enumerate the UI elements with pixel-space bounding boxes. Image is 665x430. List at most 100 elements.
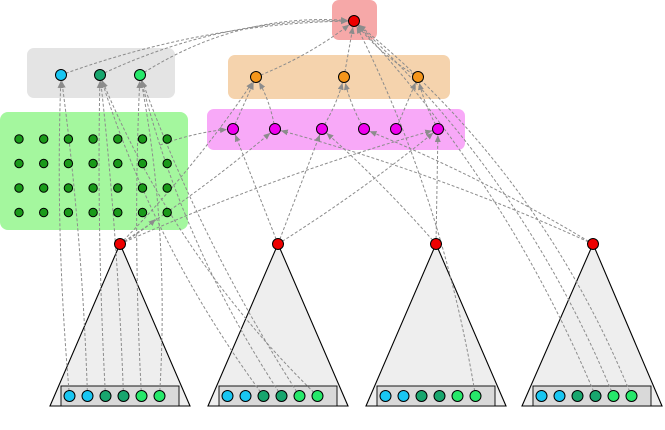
leaf-node	[275, 390, 288, 402]
subtree-triangle	[207, 242, 349, 407]
magenta-group-node	[390, 123, 402, 135]
subtrees	[49, 242, 663, 407]
dashed-edge	[119, 132, 271, 245]
subtree-apex-node	[272, 238, 284, 250]
leaf-node	[81, 390, 94, 402]
orange-group-node	[338, 71, 350, 83]
dashed-edge	[258, 81, 276, 130]
grid-node	[14, 183, 24, 193]
orange-group-node	[250, 71, 262, 83]
grid-node	[63, 183, 74, 193]
grid-node	[137, 183, 148, 193]
dashed-edge	[119, 129, 433, 245]
dashed-edge	[60, 18, 349, 76]
grid-node	[63, 207, 74, 218]
leaf-node	[553, 390, 566, 402]
leaf-node	[589, 390, 602, 402]
grid-node	[137, 158, 148, 169]
leaf-node	[221, 390, 234, 402]
dashed-edge	[321, 82, 344, 130]
leaf-node	[397, 390, 410, 402]
grid-node	[113, 183, 123, 193]
gray-group-node	[55, 69, 67, 81]
grid-node	[63, 134, 74, 144]
grid-node	[162, 183, 172, 193]
leaf-node	[625, 390, 638, 402]
grid-node	[113, 158, 123, 169]
leaf-node	[311, 390, 324, 402]
dashed-edge	[277, 134, 321, 245]
grid-node	[88, 158, 98, 169]
dashed-edge	[280, 129, 594, 245]
magenta-panel	[207, 109, 465, 150]
grid-node	[162, 134, 172, 144]
dashed-edge	[255, 24, 350, 78]
dashed-edge	[136, 80, 143, 397]
grid-node	[113, 134, 123, 144]
group-panels	[0, 0, 465, 230]
dashed-edge	[119, 81, 254, 245]
grid-node	[113, 207, 123, 218]
grid-node	[14, 207, 24, 218]
leaf-node	[607, 390, 620, 402]
grid-node	[39, 207, 49, 218]
leaf-node	[451, 390, 464, 402]
grid-node	[14, 134, 24, 144]
dashed-edge	[139, 17, 349, 76]
gray-group-node	[94, 69, 106, 81]
dashed-edge	[358, 24, 632, 397]
dashed-edge	[356, 26, 476, 397]
gray-group-node	[134, 69, 146, 81]
leaf-node	[379, 390, 392, 402]
leaf-node	[257, 390, 270, 402]
grid-node	[39, 158, 49, 169]
grid-node	[88, 134, 98, 144]
grid-node	[39, 183, 49, 193]
dashed-edge	[96, 80, 106, 397]
leaf-node	[293, 390, 306, 402]
leaf-node	[153, 390, 166, 402]
magenta-group-node	[358, 123, 370, 135]
dashed-edge	[101, 80, 264, 397]
dashed-edge	[358, 24, 614, 397]
subtree-apex-node	[114, 238, 126, 250]
magenta-group-node	[432, 123, 444, 135]
magenta-group-node	[227, 123, 239, 135]
leaf-node	[469, 390, 482, 402]
dashed-edge	[234, 134, 279, 245]
magenta-group-node	[269, 123, 281, 135]
grid-node	[162, 207, 172, 218]
grid-node	[137, 207, 148, 218]
grid-node	[63, 158, 74, 169]
dashed-edge	[59, 80, 88, 397]
dashed-edge	[395, 82, 417, 130]
nodes	[14, 15, 638, 402]
grid-node	[88, 207, 98, 218]
leaf-node	[535, 390, 548, 402]
subtree-apex-node	[430, 238, 442, 250]
dashed-edge	[140, 80, 282, 397]
subtree-triangle	[521, 242, 663, 407]
dashed-edge	[119, 218, 156, 245]
dashed-edge	[343, 82, 365, 130]
dashed-edge	[98, 80, 124, 397]
dashed-edge	[57, 80, 70, 397]
leaf-node	[239, 390, 252, 402]
leaf-node	[99, 390, 112, 402]
magenta-group-node	[316, 123, 328, 135]
leaf-node	[571, 390, 584, 402]
dashed-edge	[343, 26, 355, 78]
leaf-node	[63, 390, 76, 402]
leaf-node	[415, 390, 428, 402]
leaf-node	[433, 390, 446, 402]
subtree-apex-node	[587, 238, 599, 250]
subtree-triangle	[365, 242, 507, 407]
orange-group-node	[412, 71, 424, 83]
dashed-edge	[357, 25, 596, 397]
leaf-node	[135, 390, 148, 402]
grid-node	[137, 134, 148, 144]
root-node	[348, 15, 360, 27]
grid-node	[88, 183, 98, 193]
